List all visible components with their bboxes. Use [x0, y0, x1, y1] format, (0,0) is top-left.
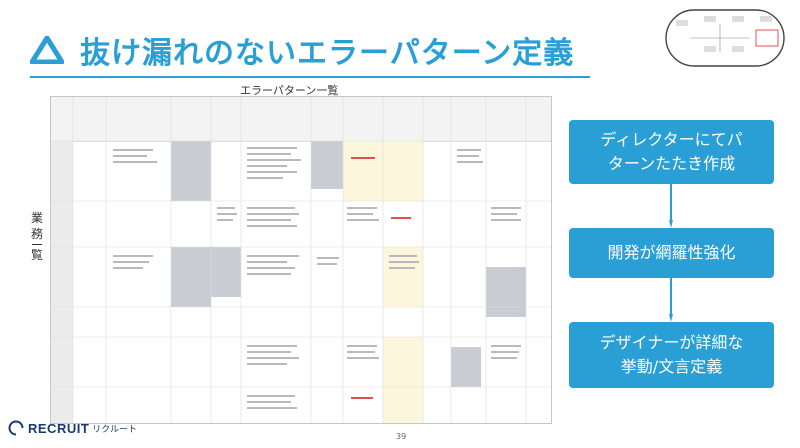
table-caption: エラーパターン一覧 [240, 84, 339, 97]
flow-step-developer: 開発が網羅性強化 [569, 228, 774, 278]
title-underline [30, 76, 590, 78]
spreadsheet-header [51, 97, 551, 142]
logo-brand-kana: リクルート [92, 424, 138, 435]
flow-step-line: デザイナーが詳細な [599, 333, 744, 352]
title-area: 抜け漏れのないエラーパターン定義 [30, 28, 574, 72]
flow-step-line: 挙動/文言定義 [620, 357, 723, 376]
flow-step-designer: デザイナーが詳細な 挙動/文言定義 [569, 322, 774, 388]
side-label-dash [32, 244, 42, 245]
page-title: 抜け漏れのないエラーパターン定義 [80, 36, 575, 71]
flow-step-line: 開発が網羅性強化 [607, 243, 736, 262]
arrow-down-icon [669, 184, 673, 228]
spreadsheet-grid [51, 97, 551, 423]
recruit-logo-icon [8, 420, 24, 436]
arrow-down-icon [669, 278, 673, 322]
flow-step-line: ターンたたき作成 [607, 154, 736, 173]
side-label-char: 業 [30, 211, 43, 225]
logo-brand-text: RECRUIT [28, 420, 90, 436]
side-label-char: 務 [30, 227, 43, 241]
recruit-logo: RECRUIT リクルート [8, 420, 137, 436]
flow-step-line: ディレクターにてパ [600, 130, 743, 149]
page-number: 39 [396, 432, 407, 441]
triangle-logo-icon [30, 36, 64, 64]
flow-step-director: ディレクターにてパ ターンたたき作成 [569, 120, 774, 184]
screen-flow-thumbnail [665, 9, 785, 67]
error-pattern-spreadsheet [50, 96, 552, 424]
side-label-char: 覧 [30, 248, 43, 262]
side-label: 業 務 覧 [30, 210, 44, 263]
